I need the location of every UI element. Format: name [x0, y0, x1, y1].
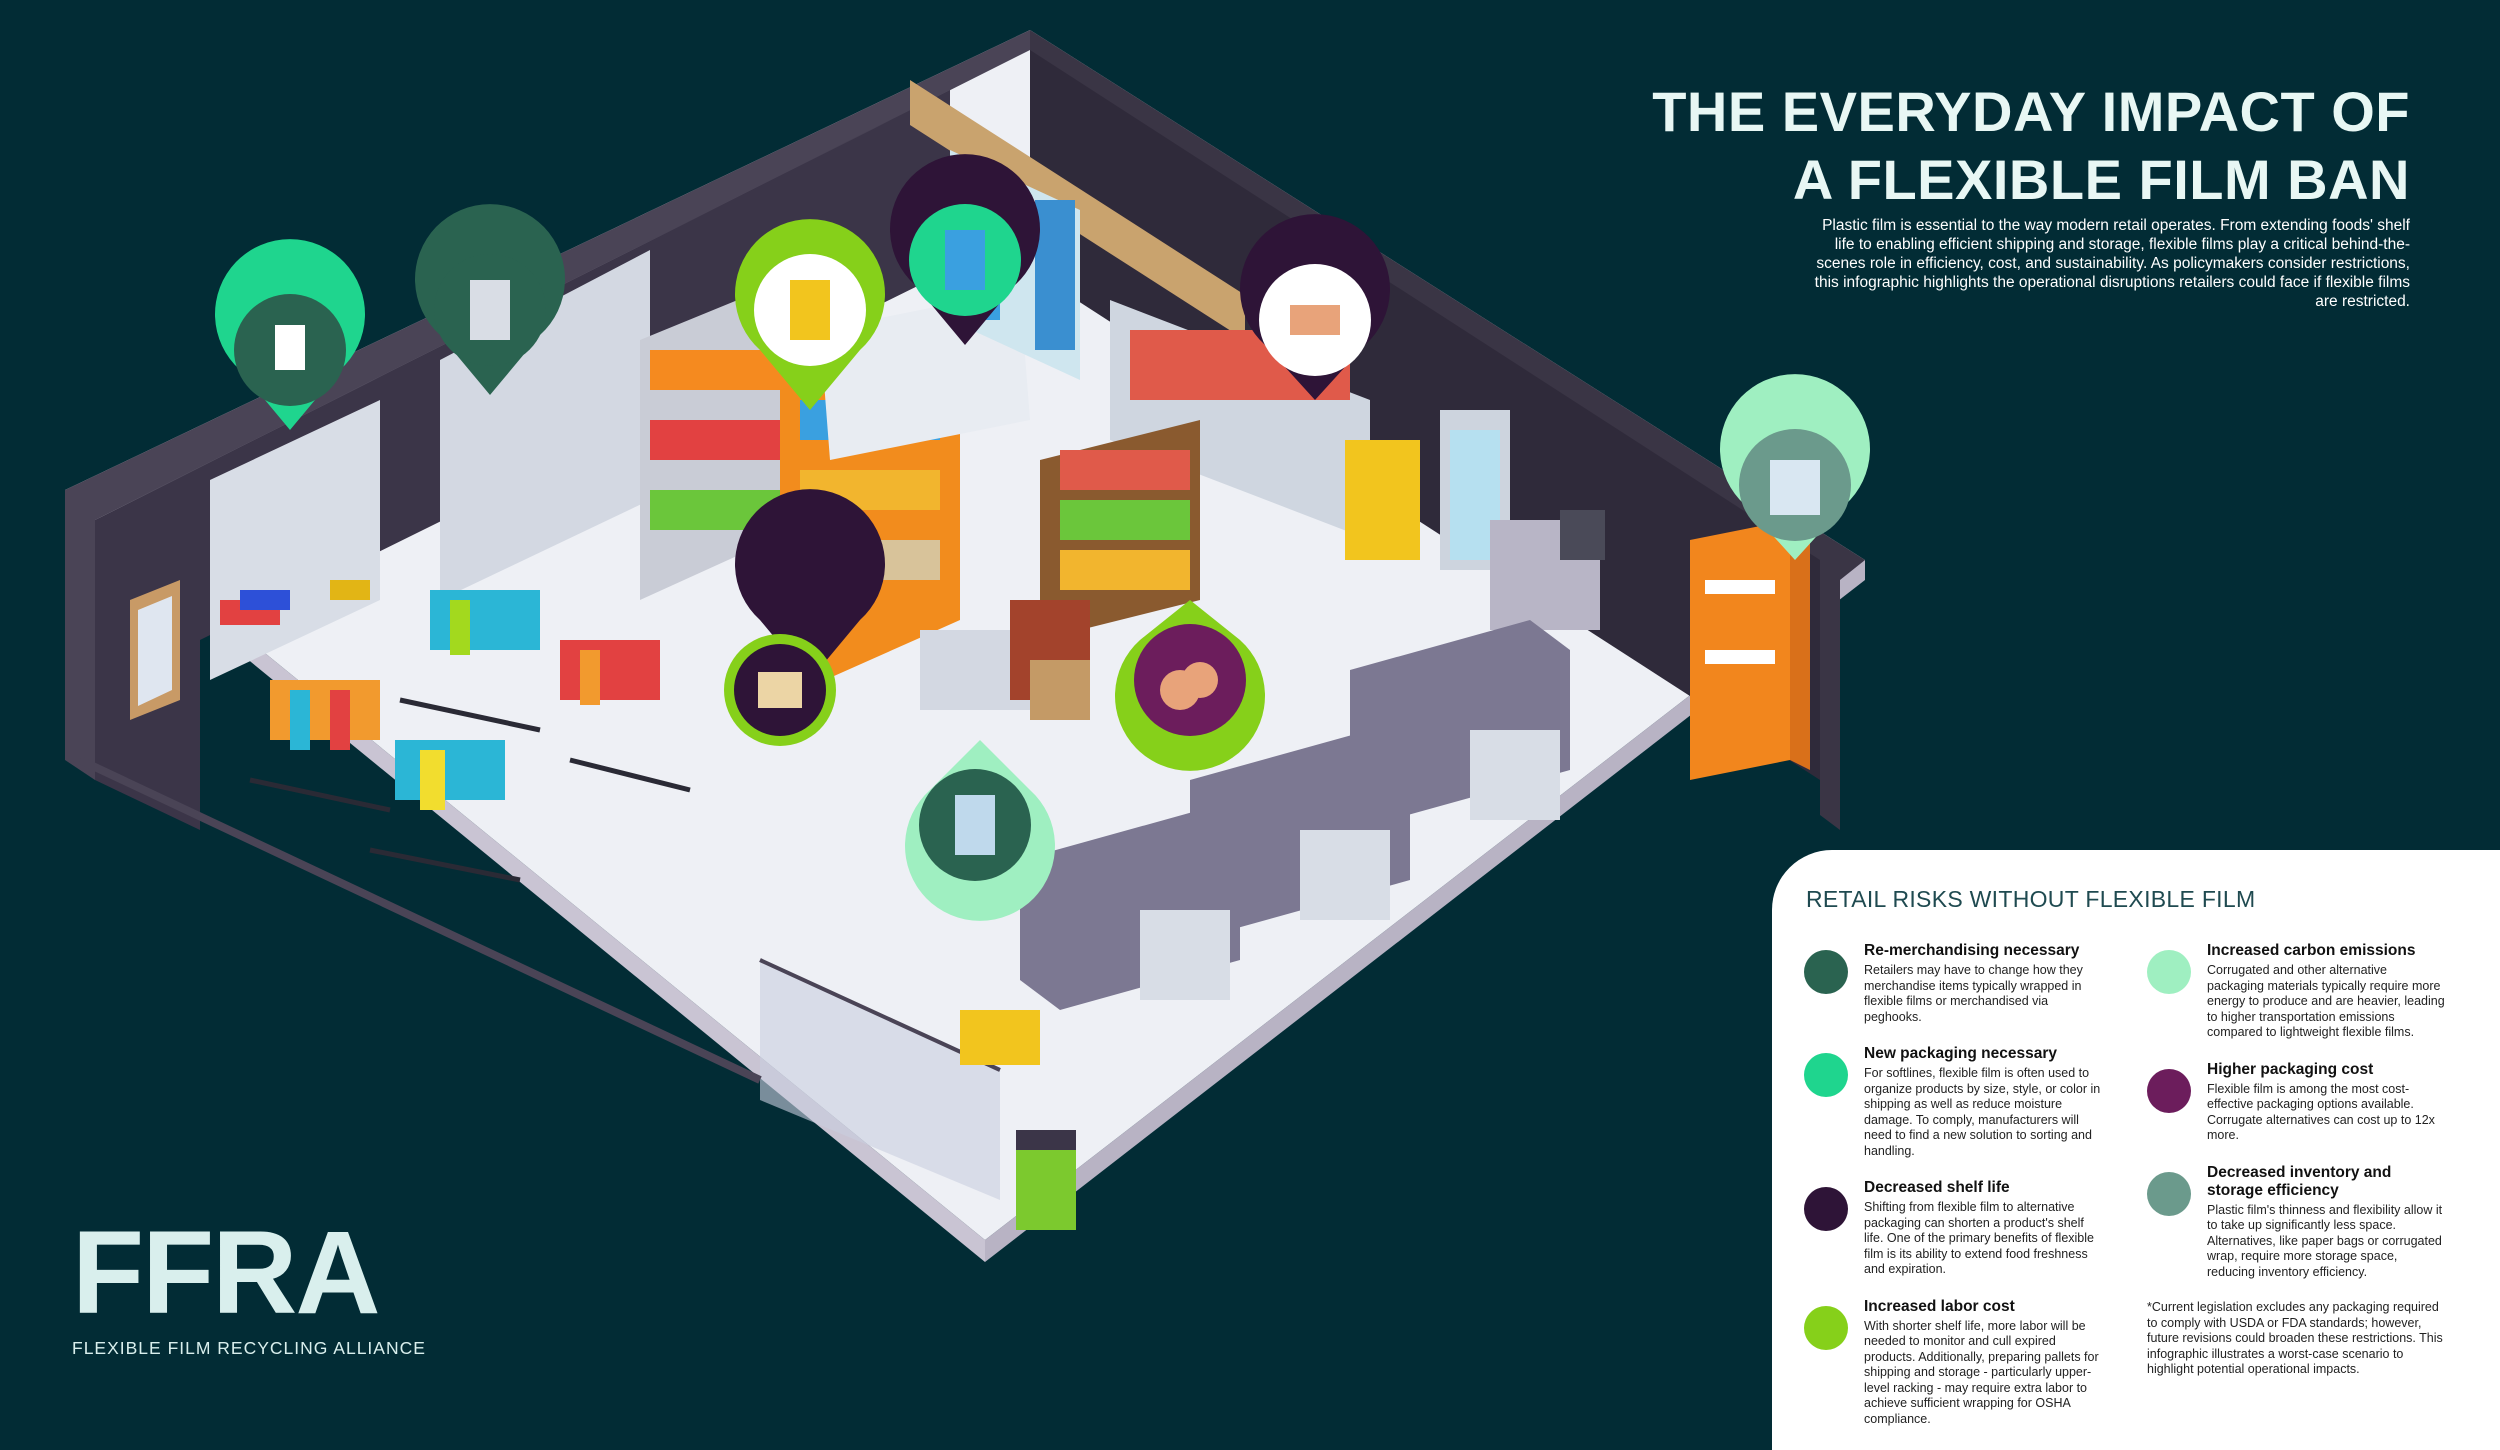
ffra-logo: FFRA FLEXIBLE FILM RECYCLING ALLIANCE — [72, 1207, 426, 1359]
title-line-1: THE EVERYDAY IMPACT OF — [1652, 80, 2410, 143]
snack-bag-icon — [889, 154, 1040, 345]
sock-icon — [215, 239, 366, 430]
risk-text: For softlines, flexible film is often us… — [1864, 1066, 2101, 1158]
risk-packaging-cost: Higher packaging cost Flexible film is a… — [2147, 1061, 2447, 1144]
risk-title: Decreased shelf life — [1864, 1179, 2010, 1196]
risk-title: Increased carbon emissions — [2207, 942, 2416, 959]
produce-bag-icon — [1115, 600, 1265, 771]
intro-paragraph: Plastic film is essential to the way mod… — [1814, 217, 2410, 310]
water-bottles-icon — [905, 740, 1055, 921]
risk-dot-icon — [2147, 1171, 2191, 1216]
cereal-box-icon — [735, 219, 885, 410]
logo-mark: FFRA — [72, 1207, 381, 1339]
risk-carbon-emissions: Increased carbon emissions Corrugated an… — [2147, 942, 2447, 1041]
logo-subtitle: FLEXIBLE FILM RECYCLING ALLIANCE — [72, 1338, 426, 1358]
risks-column-left: Re-merchandising necessary Retailers may… — [1804, 942, 2104, 1447]
risk-dot-icon — [2147, 950, 2191, 994]
risk-labor-cost: Increased labor cost With shorter shelf … — [1804, 1298, 2104, 1428]
page-title: THE EVERYDAY IMPACT OF A FLEXIBLE FILM B… — [1310, 78, 2410, 214]
risk-re-merchandising: Re-merchandising necessary Retailers may… — [1804, 942, 2104, 1025]
risk-title: New packaging necessary — [1864, 1045, 2057, 1062]
pegboard-icon — [415, 204, 566, 395]
risk-text: Flexible film is among the most cost-eff… — [2207, 1081, 2435, 1143]
footnote: *Current legislation excludes any packag… — [2147, 1300, 2443, 1376]
risks-heading: RETAIL RISKS WITHOUT FLEXIBLE FILM — [1806, 886, 2256, 912]
back-wall-left — [65, 30, 1030, 780]
risk-dot-icon — [1804, 950, 1848, 994]
risk-title: Re-merchandising necessary — [1864, 942, 2080, 959]
risk-text: Retailers may have to change how they me… — [1864, 963, 2083, 1024]
risk-shelf-life: Decreased shelf life Shifting from flexi… — [1804, 1179, 2104, 1278]
risk-dot-icon — [1804, 1305, 1848, 1350]
clothing-racks — [249, 590, 691, 883]
shopping-bags-icon — [1720, 374, 1871, 560]
risk-text: Corrugated and other alternative packagi… — [2207, 963, 2445, 1039]
risks-column-right: Increased carbon emissions Corrugated an… — [2147, 942, 2447, 1378]
risk-title: Increased labor cost — [1864, 1297, 2015, 1315]
title-line-2: A FLEXIBLE FILM BAN — [1792, 148, 2410, 211]
risk-storage-efficiency: Decreased inventory and storage efficien… — [2147, 1164, 2447, 1281]
store-illustration — [65, 30, 1871, 1262]
risk-title: Decreased inventory and storage efficien… — [2207, 1163, 2392, 1199]
risk-title: Higher packaging cost — [2207, 1060, 2374, 1078]
risk-new-packaging: New packaging necessary For softlines, f… — [1804, 1045, 2104, 1159]
meat-tray-icon — [1239, 214, 1390, 400]
risk-dot-icon — [2147, 1068, 2191, 1113]
risk-dot-icon — [1804, 1187, 1848, 1231]
checkout-lanes — [1020, 620, 1570, 1010]
risk-dot-icon — [1804, 1053, 1848, 1097]
risk-text: With shorter shelf life, more labor will… — [1864, 1318, 2099, 1426]
risk-text: Plastic film's thinness and flexibility … — [2207, 1202, 2443, 1279]
risk-text: Shifting from flexible film to alternati… — [1864, 1200, 2094, 1276]
bread-icon — [724, 489, 885, 746]
risks-panel: RETAIL RISKS WITHOUT FLEXIBLE FILM Re-me… — [1772, 850, 2500, 1450]
